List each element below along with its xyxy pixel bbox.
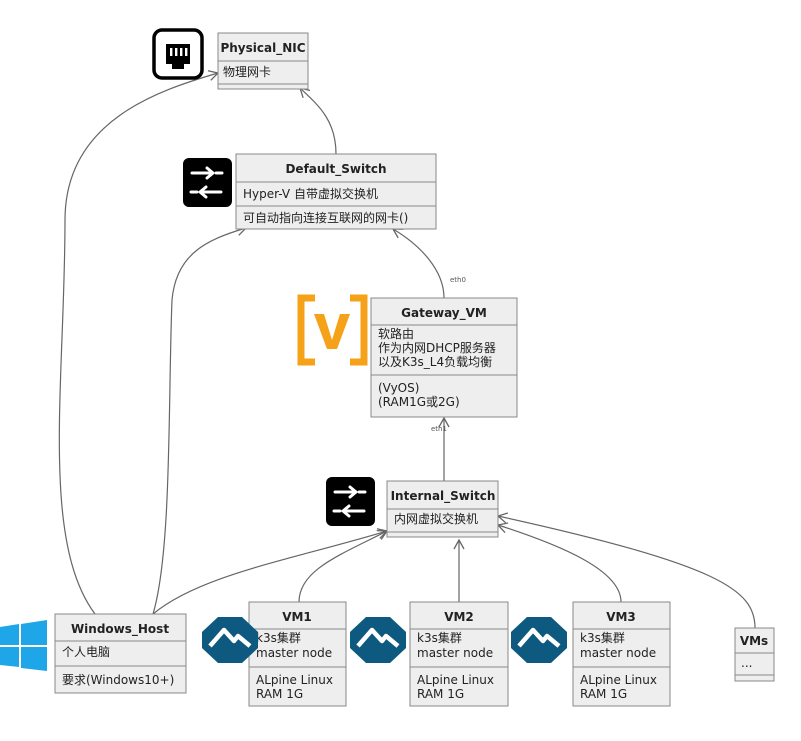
node-note: ALpine Linux [417, 673, 494, 687]
node-title: Default_Switch [285, 162, 386, 177]
node-attr: 以及K3s_L4负载均衡 [378, 355, 492, 369]
ethernet-port-icon [152, 28, 204, 80]
edge-label-eth0: eth0 [450, 276, 466, 284]
edge-vm3-to-internal-switch [496, 522, 622, 603]
node-attr: 作为内网DHCP服务器 [378, 340, 496, 355]
edge-vms-to-internal-switch [496, 512, 756, 629]
node-note: RAM 1G [256, 687, 303, 701]
node-attr: 内网虚拟交换机 [394, 511, 478, 526]
node-attr: k3s集群 [256, 630, 301, 645]
node-attr: 个人电脑 [62, 645, 110, 659]
node-title: VM1 [282, 610, 312, 624]
node-title: VM2 [444, 610, 474, 624]
node-attr: Hyper-V 自带虚拟交换机 [243, 186, 378, 201]
node-attr: ... [741, 656, 752, 670]
node-default-switch[interactable]: Default_Switch Hyper-V 自带虚拟交换机 可自动指向连接互联… [235, 153, 437, 230]
node-attr: k3s集群 [580, 630, 625, 645]
node-note: RAM 1G [417, 687, 464, 701]
node-title: Gateway_VM [401, 306, 487, 321]
edge-vm1-to-internal-switch [298, 529, 389, 603]
edge-windows-host-to-internal-switch [152, 528, 389, 615]
node-title: Physical_NIC [220, 41, 305, 56]
alpine-linux-logo-icon [511, 617, 567, 663]
edge-label-eth1: eth1 [431, 425, 447, 433]
network-switch-icon [326, 477, 375, 526]
node-note: (VyOS) [378, 381, 419, 395]
node-attr: master node [417, 646, 493, 660]
edge-windows-host-to-default-switch [152, 225, 248, 615]
node-internal-switch[interactable]: Internal_Switch 内网虚拟交换机 [386, 480, 499, 538]
node-note: ALpine Linux [580, 673, 657, 687]
node-attr: 物理网卡 [223, 65, 271, 79]
node-vm2[interactable]: VM2 k3s集群 master node ALpine Linux RAM 1… [409, 601, 509, 707]
node-title: VMs [740, 634, 768, 648]
node-windows-host[interactable]: Windows_Host 个人电脑 要求(Windows10+) [54, 613, 187, 694]
node-attr: k3s集群 [417, 630, 462, 645]
node-gateway-vm[interactable]: Gateway_VM 软路由 作为内网DHCP服务器 以及K3s_L4负载均衡 … [370, 297, 518, 418]
alpine-linux-logo-icon [350, 617, 406, 663]
node-vms[interactable]: VMs ... [734, 627, 775, 682]
node-note: ALpine Linux [256, 673, 333, 687]
node-note: 可自动指向连接互联网的网卡() [243, 210, 408, 225]
node-title: Windows_Host [71, 622, 169, 637]
alpine-linux-logo-icon [202, 617, 258, 663]
network-switch-icon [183, 158, 232, 207]
node-attr: master node [580, 646, 656, 660]
node-attr: 软路由 [378, 326, 414, 341]
node-note: 要求(Windows10+) [62, 673, 174, 687]
node-vm1[interactable]: VM1 k3s集群 master node ALpine Linux RAM 1… [248, 601, 347, 707]
node-vm3[interactable]: VM3 k3s集群 master node ALpine Linux RAM 1… [572, 601, 671, 707]
node-physical-nic[interactable]: Physical_NIC 物理网卡 [217, 32, 309, 90]
node-note: RAM 1G [580, 687, 627, 701]
edge-default-switch-to-physical-nic [299, 87, 337, 155]
node-title: VM3 [606, 610, 636, 624]
windows-logo-icon [0, 620, 47, 671]
node-attr: master node [256, 646, 332, 660]
node-title: Internal_Switch [391, 489, 496, 504]
node-note: (RAM1G或2G) [378, 395, 460, 409]
edge-gateway-vm-to-default-switch [391, 228, 445, 299]
edge-windows-host-to-physical-nic [58, 70, 220, 615]
vyos-logo-icon [297, 294, 368, 366]
